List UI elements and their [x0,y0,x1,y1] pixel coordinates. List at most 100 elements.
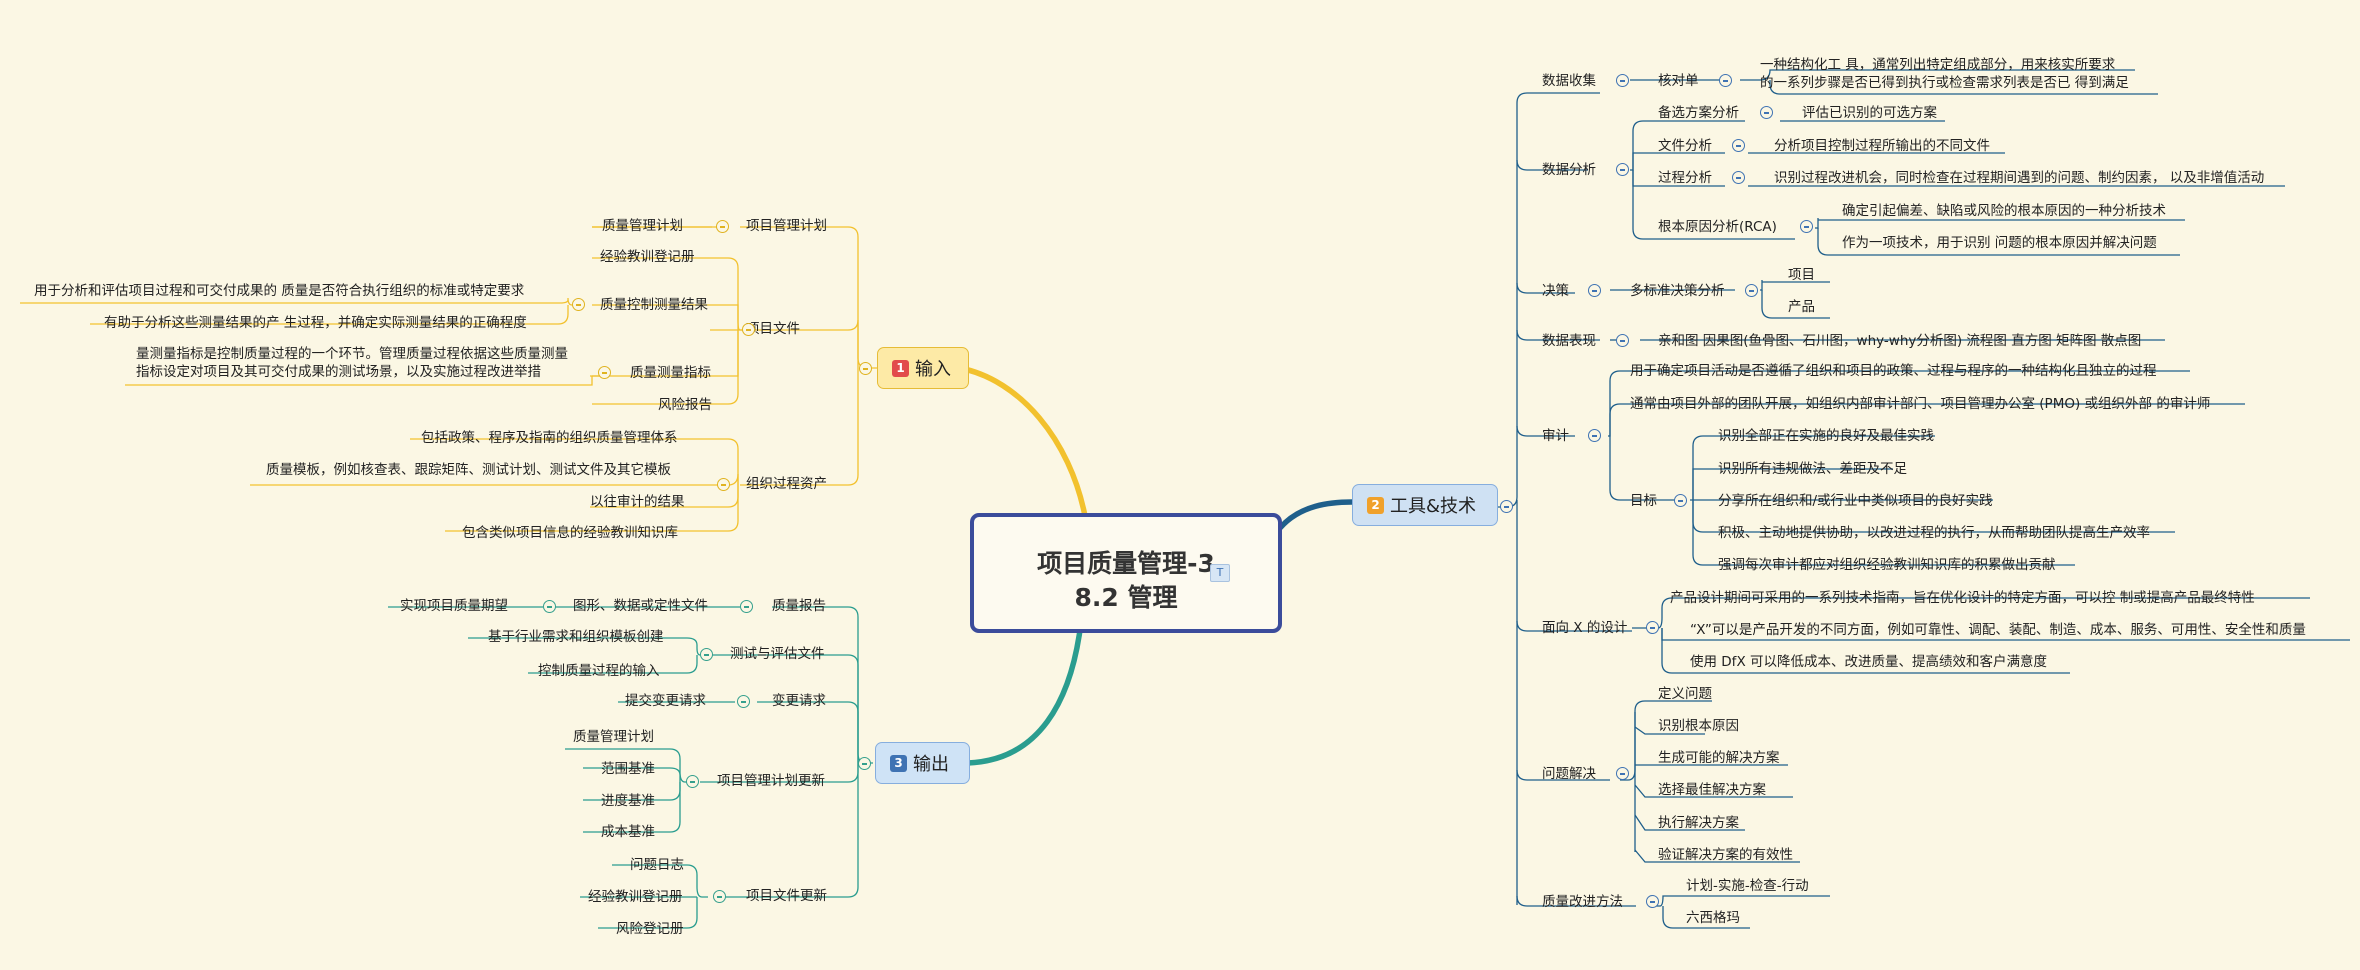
collapse-toggle[interactable] [598,366,611,379]
collapse-output-toggle[interactable] [858,757,871,770]
main-topic-tools-label: 工具&技术 [1390,496,1477,517]
input-qc-desc-2: 有助于分析这些测量结果的产 生过程，并确定实际测量结果的正确程度 [104,315,527,331]
main-topic-tools[interactable]: 2 工具&技术 [1352,484,1498,526]
priority-2-icon: 2 [1367,496,1384,514]
tools-decision[interactable]: 决策 [1542,283,1569,299]
tools-data-collection[interactable]: 数据收集 [1542,73,1596,89]
tools-qim-item: 计划-实施-检查-行动 [1686,878,1809,894]
tools-problem-step: 选择最佳解决方案 [1658,782,1766,798]
tools-mcda-item: 产品 [1788,299,1815,315]
collapse-toggle[interactable] [1616,767,1629,780]
input-metrics-desc: 量测量指标是控制质量过程的一个环节。管理质量过程依据这些质量测量指标设定对项目及… [136,346,568,380]
output-pmu-item: 进度基准 [601,793,655,809]
collapse-toggle[interactable] [572,298,585,311]
collapse-toggle[interactable] [740,600,753,613]
collapse-toggle[interactable] [1646,621,1659,634]
tools-dfx-desc: 使用 DfX 可以降低成本、改进质量、提高绩效和客户满意度 [1690,654,2047,670]
collapse-toggle[interactable] [1646,895,1659,908]
tools-process-analysis[interactable]: 过程分析 [1658,170,1712,186]
tools-goal-item: 识别全部正在实施的良好及最佳实践 [1718,428,1934,444]
tools-rca[interactable]: 根本原因分析(RCA) [1658,219,1777,235]
input-pm-plan[interactable]: 项目管理计划 [746,218,827,234]
output-pmu-item: 范围基准 [601,761,655,777]
tools-alt-desc: 评估已识别的可选方案 [1802,105,1937,121]
input-project-docs[interactable]: 项目文件 [746,321,800,337]
collapse-toggle[interactable] [737,695,750,708]
input-qc-results[interactable]: 质量控制测量结果 [600,297,708,313]
output-test-docs[interactable]: 测试与评估文件 [730,646,825,662]
collapse-toggle[interactable] [1800,220,1813,233]
tools-audit[interactable]: 审计 [1542,428,1569,444]
output-pmu-item: 成本基准 [601,824,655,840]
tools-dfx[interactable]: 面向 X 的设计 [1542,620,1628,636]
tools-doc-desc: 分析项目控制过程所输出的不同文件 [1774,138,1990,154]
collapse-toggle[interactable] [1616,334,1629,347]
collapse-toggle[interactable] [686,775,699,788]
output-du-item: 风险登记册 [616,921,684,937]
input-quality-plan[interactable]: 质量管理计划 [602,218,683,234]
tools-checklist-desc: 的一系列步骤是否已得到执行或检查需求列表是否已 得到满足 [1760,75,2129,91]
main-topic-output[interactable]: 3 输出 [875,742,970,784]
sticker-icon: T [1210,564,1230,582]
root-title-line1: 项目质量管理-3 [1037,549,1215,578]
output-quality-report[interactable]: 质量报告 [772,598,826,614]
output-change-request[interactable]: 变更请求 [772,693,826,709]
collapse-input-toggle[interactable] [859,362,872,375]
output-qr-child-2: 实现项目质量期望 [400,598,508,614]
main-topic-output-label: 输出 [913,754,949,775]
main-topic-input[interactable]: 1 输入 [877,347,969,389]
input-lessons-register[interactable]: 经验教训登记册 [600,249,695,265]
output-pm-plan-updates[interactable]: 项目管理计划更新 [717,773,825,789]
input-qc-desc-1: 用于分析和评估项目过程和可交付成果的 质量是否符合执行组织的标准或特定要求 [34,283,525,299]
tools-quality-improvement[interactable]: 质量改进方法 [1542,894,1623,910]
tools-checklist[interactable]: 核对单 [1658,73,1699,89]
tools-goal-item: 识别所有违规做法、差距及不足 [1718,461,1907,477]
tools-mcda[interactable]: 多标准决策分析 [1630,283,1725,299]
collapse-toggle[interactable] [1588,429,1601,442]
collapse-toggle[interactable] [1616,74,1629,87]
collapse-toggle[interactable] [717,478,730,491]
collapse-toggle[interactable] [1719,74,1732,87]
collapse-toggle[interactable] [1732,139,1745,152]
tools-problem-step: 识别根本原因 [1658,718,1739,734]
input-metrics[interactable]: 质量测量指标 [630,365,711,381]
output-test-doc-item: 控制质量过程的输入 [538,663,660,679]
tools-data-representation[interactable]: 数据表现 [1542,333,1596,349]
collapse-tools-toggle[interactable] [1500,500,1513,513]
collapse-toggle[interactable] [700,648,713,661]
root-title-line2: 8.2 管理 [1074,583,1178,612]
output-du-item: 经验教训登记册 [588,889,683,905]
collapse-toggle[interactable] [543,600,556,613]
input-opa-item: 质量模板，例如核查表、跟踪矩阵、测试计划、测试文件及其它模板 [266,462,671,478]
input-opa-item: 包含类似项目信息的经验教训知识库 [462,525,678,541]
tools-data-analysis[interactable]: 数据分析 [1542,162,1596,178]
tools-goal-item: 积极、主动地提供协助，以改进过程的执行，从而帮助团队提高生产效率 [1718,525,2150,541]
tools-audit-desc: 用于确定项目活动是否遵循了组织和项目的政策、过程与程序的一种结构化且独立的过程 [1630,363,2157,379]
output-test-doc-item: 基于行业需求和组织模板创建 [488,629,664,645]
tools-problem-step: 执行解决方案 [1658,815,1739,831]
input-opa[interactable]: 组织过程资产 [746,476,827,492]
collapse-toggle[interactable] [1588,284,1601,297]
collapse-toggle[interactable] [742,323,755,336]
output-qr-child: 图形、数据或定性文件 [573,598,708,614]
collapse-toggle[interactable] [1760,106,1773,119]
collapse-toggle[interactable] [1674,494,1687,507]
tools-mcda-item: 项目 [1788,267,1815,283]
tools-data-rep-desc: 亲和图 因果图(鱼骨图、石川图，why-why分析图) 流程图 直方图 矩阵图 … [1658,333,2142,349]
tools-document-analysis[interactable]: 文件分析 [1658,138,1712,154]
output-doc-updates[interactable]: 项目文件更新 [746,888,827,904]
root-topic[interactable]: 项目质量管理-3 8.2 管理 [970,513,1282,633]
collapse-toggle[interactable] [1732,171,1745,184]
collapse-toggle[interactable] [713,890,726,903]
collapse-toggle[interactable] [1616,163,1629,176]
collapse-toggle[interactable] [1745,284,1758,297]
input-risk-report[interactable]: 风险报告 [658,397,712,413]
tools-alternatives-analysis[interactable]: 备选方案分析 [1658,105,1739,121]
collapse-toggle[interactable] [716,220,729,233]
tools-problem-step: 验证解决方案的有效性 [1658,847,1793,863]
tools-audit-goal[interactable]: 目标 [1630,493,1657,509]
tools-problem-solving[interactable]: 问题解决 [1542,766,1596,782]
tools-dfx-desc: 产品设计期间可采用的一系列技术指南，旨在优化设计的特定方面，可以控 制或提高产品… [1670,590,2255,606]
tools-audit-desc: 通常由项目外部的团队开展，如组织内部审计部门、项目管理办公室 (PMO) 或组织… [1630,396,2211,412]
